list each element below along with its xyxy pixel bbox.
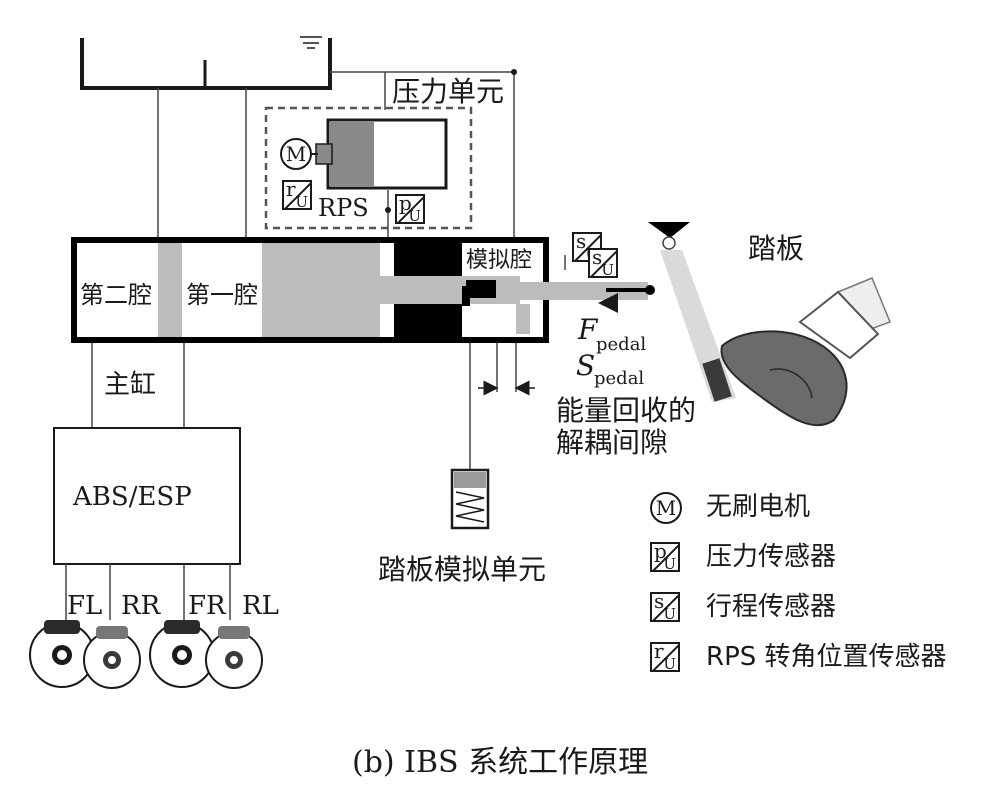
brushless-motor-icon: M [280,138,312,170]
master-cylinder-body [71,237,549,343]
legend: M 无刷电机 p U 压力传感器 s U 行程传感器 r U [650,480,990,690]
pedal-rod [520,255,655,313]
pressure-unit-label: 压力单元 [392,75,505,108]
foot-illustration [720,277,891,427]
legend-pressure-sensor-text: 压力传感器 [706,542,837,572]
force-subscript: pedal [596,334,647,355]
rps-sensor-icon: r U [282,177,312,211]
pressure-unit-box [264,106,473,230]
pedal-lever [648,222,736,402]
legend-motor-symbol: M [655,496,677,520]
stroke-subscript: pedal [594,368,645,389]
pressure-sensor-icon: p U [395,191,425,225]
legend-stroke-sensor-icon: s U [650,589,680,623]
stroke-symbol: S [576,349,596,382]
pedal-label: 踏板 [748,232,805,265]
wheel-lines [65,564,231,620]
abs-esp-label: ABS/ESP [73,482,192,512]
force-symbol: F [578,313,598,346]
gap-label-line2: 解耦间隙 [556,426,669,459]
legend-stroke-sensor-s: s [654,589,665,613]
master-cylinder-label: 主缸 [104,370,157,400]
stroke-sensor-front-s: s [592,245,603,269]
pressure-sensor-u: U [408,207,421,225]
stroke-sensor-front-u: U [601,261,614,279]
second-chamber-label: 第二腔 [80,281,152,309]
wheel-fl-label: FL [67,591,103,621]
pedal-simulator-spring [450,468,490,530]
stroke-sensor-front-icon: s U [588,245,618,279]
legend-rps-sensor-icon: r U [650,639,680,673]
figure-caption: (b) IBS 系统工作原理 [352,745,649,780]
legend-pressure-sensor-icon: p U [650,539,680,573]
reservoir [80,36,332,90]
rps-label: RPS [318,194,369,222]
abs-esp-box [53,427,241,565]
legend-motor-icon: M [650,492,682,524]
wheel-rl-label: RL [242,591,279,621]
wheel-rl [205,626,263,689]
gap-label-line1: 能量回收的 [556,394,697,427]
stroke-sensor-back-icon: s U [572,229,602,262]
rps-sensor-r: r [286,177,296,201]
wheel-rr [83,626,141,689]
rps-sensor-u: U [295,193,308,211]
first-chamber-label: 第一腔 [186,281,258,309]
legend-rps-sensor-u: U [663,655,676,673]
legend-rps-sensor-text: RPS 转角位置传感器 [706,642,947,672]
hydraulic-lines [91,71,517,470]
legend-stroke-sensor-text: 行程传感器 [706,592,837,622]
sim-chamber-label: 模拟腔 [466,248,533,273]
wheel-rr-label: RR [121,591,161,621]
stroke-sensor-back-s: s [576,229,587,253]
legend-motor-text: 无刷电机 [706,492,811,522]
legend-pressure-sensor-p: p [654,539,667,563]
pressure-unit-cylinder [308,118,448,190]
legend-rps-sensor-r: r [654,639,664,663]
wheel-fr [149,620,215,688]
legend-stroke-sensor-u: U [663,605,676,623]
legend-pressure-sensor-u: U [663,555,676,573]
wheel-fr-label: FR [188,591,226,621]
pressure-sensor-p: p [399,191,412,215]
pedal-simulator-label: 踏板模拟单元 [378,553,547,586]
motor-symbol: M [285,142,307,166]
